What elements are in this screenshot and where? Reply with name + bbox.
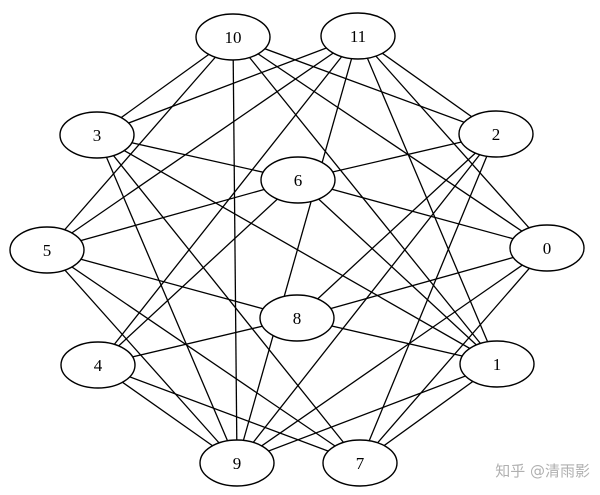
edge-layer — [46, 35, 548, 464]
node-ellipse — [509, 224, 585, 272]
node-label: 0 — [543, 239, 552, 258]
edge-10-5 — [46, 36, 234, 251]
node-7: 7 — [322, 439, 398, 487]
edge-5-7 — [46, 249, 361, 464]
edge-3-1 — [96, 134, 498, 365]
node-2: 2 — [458, 110, 534, 158]
node-ellipse — [195, 13, 271, 61]
edge-11-5 — [46, 35, 359, 251]
edge-5-8 — [46, 249, 298, 319]
node-label: 5 — [43, 241, 52, 260]
edge-11-1 — [357, 35, 498, 365]
node-label: 2 — [492, 125, 501, 144]
edge-1-9 — [236, 363, 498, 464]
node-ellipse — [9, 226, 85, 274]
node-ellipse — [60, 341, 136, 389]
node-ellipse — [459, 340, 535, 388]
edge-2-8 — [296, 133, 497, 319]
node-label: 6 — [294, 171, 303, 190]
node-4: 4 — [60, 341, 136, 389]
edge-10-9 — [232, 36, 238, 464]
node-9: 9 — [199, 439, 275, 487]
node-1: 1 — [459, 340, 535, 388]
edge-6-4 — [97, 179, 299, 366]
node-ellipse — [259, 294, 335, 342]
node-ellipse — [59, 111, 135, 159]
node-label: 9 — [233, 454, 242, 473]
node-label: 7 — [356, 454, 365, 473]
edge-6-1 — [297, 179, 498, 365]
node-6: 6 — [260, 156, 336, 204]
edge-5-9 — [46, 249, 238, 464]
watermark-text: 知乎 @清雨影 — [495, 462, 590, 480]
edge-0-8 — [296, 247, 548, 319]
edge-11-3 — [96, 35, 359, 136]
node-5: 5 — [9, 226, 85, 274]
edge-10-0 — [232, 36, 548, 249]
node-label: 3 — [93, 126, 102, 145]
edge-6-0 — [297, 179, 548, 249]
node-ellipse — [320, 12, 396, 60]
node-ellipse — [199, 439, 275, 487]
edge-6-5 — [46, 179, 299, 251]
node-8: 8 — [259, 294, 335, 342]
edge-11-4 — [97, 35, 359, 366]
node-ellipse — [260, 156, 336, 204]
node-10: 10 — [195, 13, 271, 61]
node-label: 1 — [493, 355, 502, 374]
node-label: 10 — [225, 28, 242, 47]
node-3: 3 — [59, 111, 135, 159]
node-11: 11 — [320, 12, 396, 60]
node-ellipse — [458, 110, 534, 158]
edge-10-2 — [232, 36, 497, 135]
edge-4-7 — [97, 364, 361, 464]
node-layer: 10 11 3 2 6 5 0 8 4 1 9 7 — [9, 12, 585, 487]
edge-11-0 — [357, 35, 548, 249]
edge-0-7 — [359, 247, 548, 464]
node-label: 8 — [293, 309, 302, 328]
edge-0-9 — [236, 247, 548, 464]
node-0: 0 — [509, 224, 585, 272]
node-label: 4 — [94, 356, 103, 375]
node-ellipse — [322, 439, 398, 487]
node-label: 11 — [350, 27, 366, 46]
